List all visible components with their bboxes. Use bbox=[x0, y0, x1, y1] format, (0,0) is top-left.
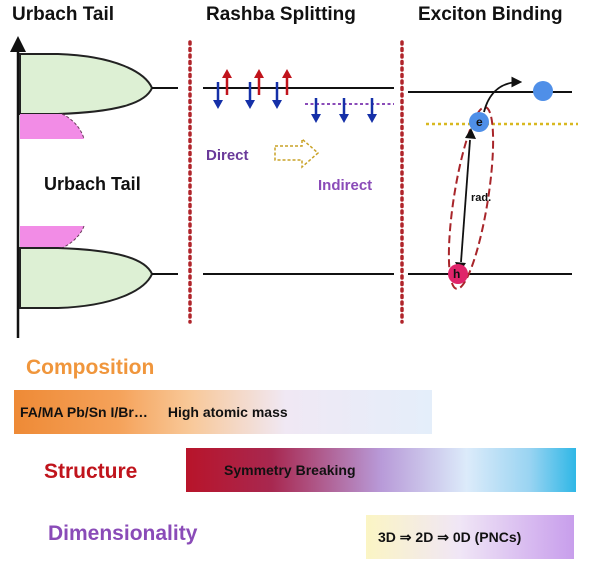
spin-arrows-indirect bbox=[311, 98, 377, 123]
urbach-tail-lower bbox=[20, 226, 84, 248]
composition-title: Composition bbox=[26, 356, 155, 379]
spin-arrows-direct bbox=[213, 69, 292, 109]
exciton-ellipse bbox=[447, 106, 495, 290]
composition-bar: FA/MA Pb/Sn I/Br… High atomic mass bbox=[14, 390, 432, 434]
header-rashba-splitting: Rashba Splitting bbox=[206, 4, 356, 25]
composition-bar-text-1: FA/MA Pb/Sn I/Br… bbox=[20, 404, 148, 420]
header-urbach-tail: Urbach Tail bbox=[12, 4, 115, 25]
structure-bar-text: Symmetry Breaking bbox=[224, 462, 356, 478]
free-electron-icon bbox=[533, 81, 553, 101]
urbach-tail-mid-label: Urbach Tail bbox=[44, 174, 141, 194]
dimensionality-title: Dimensionality bbox=[48, 522, 198, 545]
escape-arrow bbox=[483, 76, 523, 113]
dimensionality-bar-text: 3D ⇒ 2D ⇒ 0D (PNCs) bbox=[378, 528, 522, 545]
composition-bar-text-2: High atomic mass bbox=[167, 404, 288, 420]
direct-label: Direct bbox=[206, 147, 249, 164]
indirect-label: Indirect bbox=[318, 177, 372, 194]
electron-icon bbox=[469, 112, 489, 132]
structure-bar: Symmetry Breaking bbox=[186, 448, 576, 492]
hole-icon bbox=[448, 264, 468, 284]
header-exciton-binding: Exciton Binding bbox=[418, 4, 563, 25]
dimensionality-bar: 3D ⇒ 2D ⇒ 0D (PNCs) bbox=[366, 515, 574, 559]
energy-axis bbox=[10, 36, 26, 338]
urbach-tail-upper bbox=[20, 114, 84, 139]
valence-band-lobe bbox=[19, 247, 154, 309]
electron-label: e bbox=[476, 115, 483, 129]
rad-label: rad. bbox=[471, 192, 491, 204]
conduction-band-lobe bbox=[19, 53, 154, 115]
band-diagram: e h rad. Direct Indirect Urbach Tail bbox=[10, 36, 578, 338]
hollow-right-arrow-icon bbox=[274, 137, 320, 169]
structure-title: Structure bbox=[44, 460, 138, 483]
hole-label: h bbox=[453, 267, 460, 281]
